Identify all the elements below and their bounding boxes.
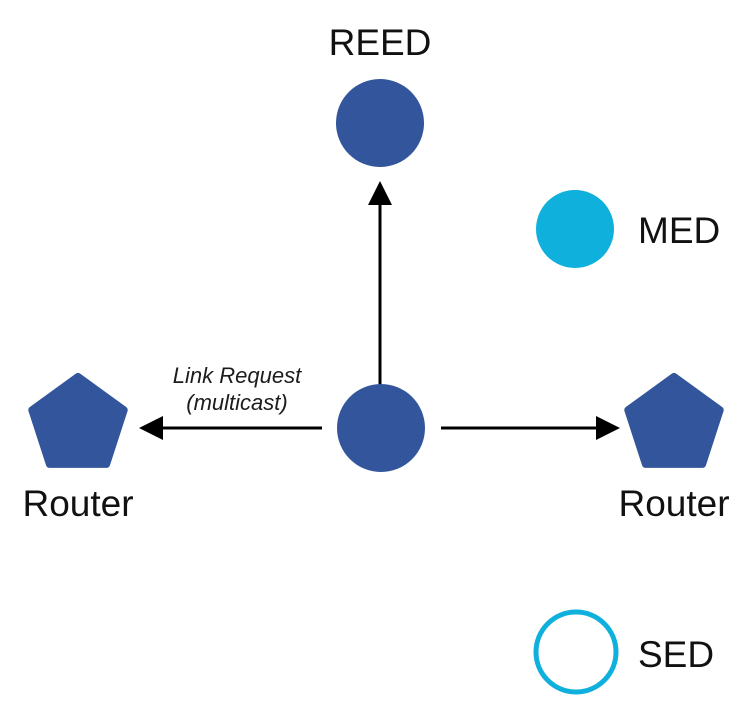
med-label: MED — [638, 210, 720, 251]
router-right-pentagon-icon[interactable] — [624, 373, 724, 468]
node-reed[interactable]: REED — [329, 22, 432, 167]
reed-circle-icon[interactable] — [336, 79, 424, 167]
edge-group — [139, 181, 620, 440]
source-router-circle-icon[interactable] — [337, 384, 425, 472]
router-right-label: Router — [618, 483, 729, 524]
annotation-group: Link Request (multicast) — [173, 363, 302, 415]
sed-label: SED — [638, 634, 714, 675]
link-request-label-line-1: Link Request — [173, 363, 302, 388]
router-left-label: Router — [22, 483, 133, 524]
sed-circle-icon[interactable] — [533, 609, 619, 695]
reed-label: REED — [329, 22, 432, 63]
node-router-left[interactable]: Router — [22, 373, 134, 524]
node-group: REED MED Router Router SED — [22, 22, 730, 695]
med-circle-icon[interactable] — [536, 190, 614, 268]
node-med[interactable]: MED — [536, 190, 720, 268]
node-sed[interactable]: SED — [533, 609, 714, 695]
router-left-pentagon-icon[interactable] — [28, 373, 128, 468]
node-source-router[interactable] — [337, 384, 425, 472]
link-request-label-line-2: (multicast) — [186, 390, 287, 415]
node-router-right[interactable]: Router — [618, 373, 730, 524]
